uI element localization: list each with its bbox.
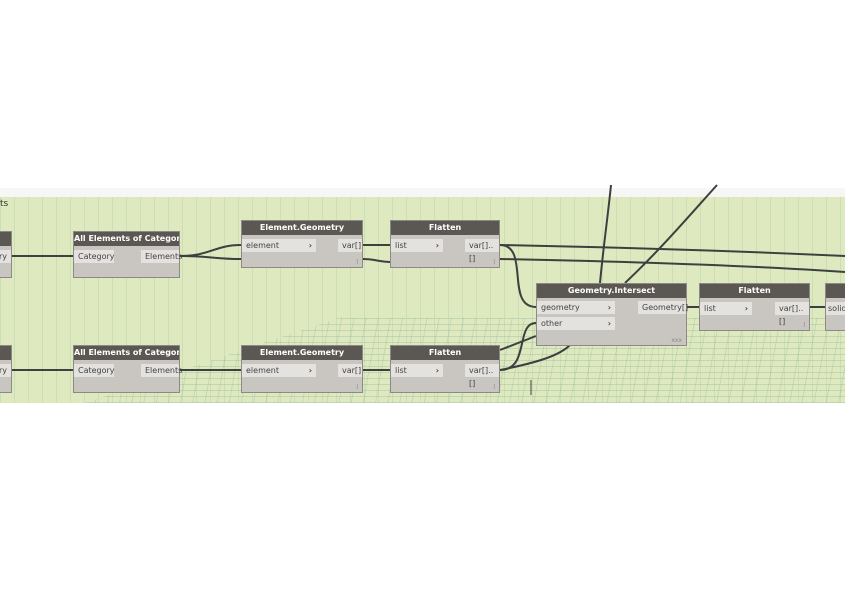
output-port-var[interactable]: var[] bbox=[338, 239, 362, 252]
output-port-elements[interactable]: Elements bbox=[141, 364, 182, 377]
input-port-geometry[interactable]: geometry › bbox=[537, 301, 615, 314]
partial-node-right[interactable]: solid bbox=[825, 283, 845, 331]
element-geometry-node-2[interactable]: Element.Geometry element › var[] l bbox=[241, 345, 363, 393]
lacing-indicator: l bbox=[493, 259, 495, 266]
group-title: ts bbox=[0, 199, 9, 209]
lacing-indicator: xxx bbox=[671, 337, 682, 344]
chevron-right-icon: › bbox=[308, 241, 312, 250]
node-title: Geometry.Intersect bbox=[537, 284, 686, 298]
lacing-indicator: l bbox=[493, 384, 495, 391]
partial-node-left-2[interactable]: ry bbox=[0, 345, 12, 393]
node-title: Element.Geometry bbox=[242, 221, 362, 235]
partial-node-left-1[interactable]: ry bbox=[0, 231, 12, 278]
output-port-var[interactable]: var[]..[] bbox=[465, 239, 499, 263]
all-elements-of-category-node-1[interactable]: All Elements of Category Category Elemen… bbox=[73, 231, 182, 278]
port-label: list bbox=[395, 366, 407, 375]
element-geometry-node-1[interactable]: Element.Geometry element › var[] l bbox=[241, 220, 363, 268]
node-title: All Elements of Category bbox=[74, 346, 179, 360]
node-header bbox=[0, 232, 11, 246]
chevron-right-icon: › bbox=[435, 366, 439, 375]
chevron-right-icon: › bbox=[607, 303, 611, 312]
port-label: element bbox=[246, 366, 279, 375]
chevron-right-icon: › bbox=[607, 319, 611, 328]
port-label: geometry bbox=[541, 303, 580, 312]
output-port-var[interactable]: var[]..[] bbox=[465, 364, 499, 388]
input-port-category[interactable]: Category bbox=[74, 250, 115, 263]
flatten-node-1[interactable]: Flatten list › var[]..[] l bbox=[390, 220, 500, 268]
output-port-var[interactable]: var[] bbox=[338, 364, 362, 377]
output-port[interactable]: ry bbox=[0, 364, 11, 377]
chevron-right-icon: › bbox=[308, 366, 312, 375]
all-elements-of-category-node-2[interactable]: All Elements of Category Category Elemen… bbox=[73, 345, 182, 393]
input-port-category[interactable]: Category bbox=[74, 364, 115, 377]
output-port[interactable]: ry bbox=[0, 250, 11, 263]
lacing-indicator: l bbox=[803, 322, 805, 329]
node-title: Flatten bbox=[700, 284, 809, 298]
input-port-other[interactable]: other › bbox=[537, 317, 615, 330]
node-title: Element.Geometry bbox=[242, 346, 362, 360]
node-title: All Elements of Category bbox=[74, 232, 179, 246]
flatten-node-3[interactable]: Flatten list › var[]..[] l bbox=[699, 283, 810, 331]
port-label: list bbox=[395, 241, 407, 250]
port-label: list bbox=[704, 304, 716, 313]
port-label: element bbox=[246, 241, 279, 250]
node-title: Flatten bbox=[391, 346, 499, 360]
lacing-indicator: l bbox=[356, 384, 358, 391]
flatten-node-2[interactable]: Flatten list › var[]..[] l bbox=[390, 345, 500, 393]
output-port-geometry[interactable]: Geometry[] bbox=[638, 301, 688, 314]
output-port-elements[interactable]: Elements bbox=[141, 250, 182, 263]
port-label: other bbox=[541, 319, 563, 328]
input-port-element[interactable]: element › bbox=[242, 239, 316, 252]
input-port-element[interactable]: element › bbox=[242, 364, 316, 377]
canvas-top-band bbox=[0, 188, 845, 197]
input-port-list[interactable]: list › bbox=[391, 239, 443, 252]
node-header bbox=[826, 284, 845, 298]
lacing-indicator: l bbox=[356, 259, 358, 266]
node-title: Flatten bbox=[391, 221, 499, 235]
chevron-right-icon: › bbox=[435, 241, 439, 250]
input-port-list[interactable]: list › bbox=[700, 302, 752, 315]
geometry-intersect-node[interactable]: Geometry.Intersect geometry › other › Geom… bbox=[536, 283, 688, 346]
input-port-solid[interactable]: solid bbox=[826, 302, 845, 315]
chevron-right-icon: › bbox=[744, 304, 748, 313]
node-header bbox=[0, 346, 11, 360]
output-port-var[interactable]: var[]..[] bbox=[775, 302, 809, 326]
input-port-list[interactable]: list › bbox=[391, 364, 443, 377]
